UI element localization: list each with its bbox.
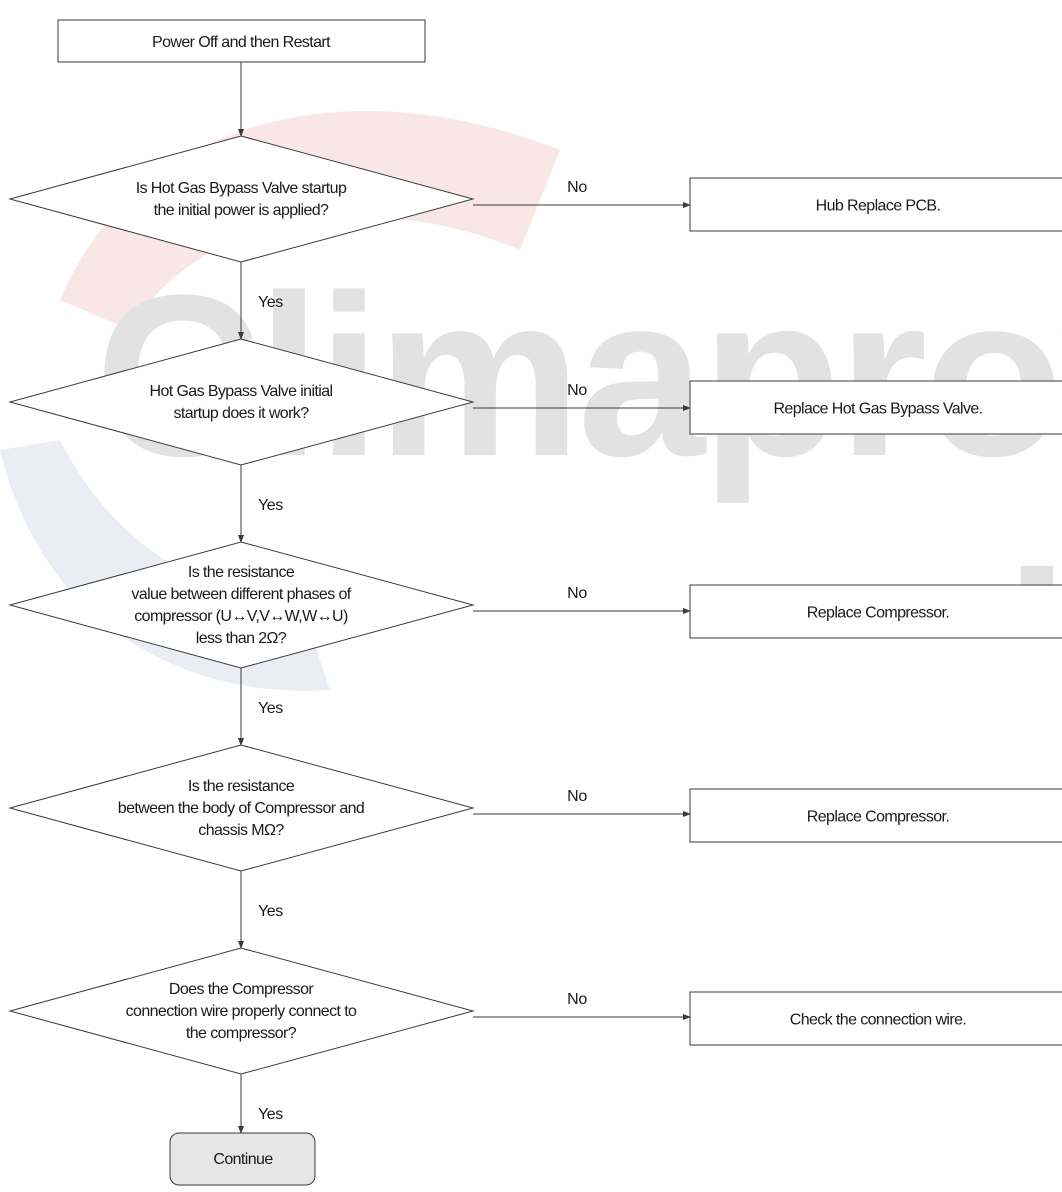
decision-2-text-line: startup does it work?: [173, 405, 309, 422]
decision-3-text-line: Is the resistance: [188, 564, 295, 581]
yes-label-5: Yes: [258, 1106, 283, 1123]
start-box: [57, 19, 426, 63]
decision-4-text-line: chassis MΩ?: [198, 822, 284, 839]
action-box-1: [689, 177, 1062, 232]
decision-1-text-line: Is Hot Gas Bypass Valve startup: [136, 180, 347, 197]
continue-terminal-text: Continue: [213, 1151, 273, 1168]
decision-3-text-line: compressor (U↔V,V↔W,W↔U): [134, 608, 348, 625]
action-box-3: [689, 584, 1062, 639]
action-box-1-text: Hub Replace PCB.: [816, 198, 941, 215]
yes-label-3: Yes: [258, 700, 283, 717]
decision-5-text-line: the compressor?: [186, 1025, 297, 1042]
no-label-3: No: [567, 585, 587, 602]
decision-2-text-line: Hot Gas Bypass Valve initial: [150, 383, 333, 400]
action-box-2: [689, 380, 1062, 435]
no-label-5: No: [567, 991, 587, 1008]
decision-4-text-line: Is the resistance: [188, 778, 295, 795]
decision-5-text-line: connection wire properly connect to: [126, 1003, 357, 1020]
action-box-3-text: Replace Compressor.: [807, 605, 949, 622]
start-box-text: Power Off and then Restart: [152, 34, 331, 51]
decision-3-text-line: less than 2Ω?: [196, 630, 287, 647]
decision-5-text-line: Does the Compressor: [169, 981, 314, 998]
no-label-1: No: [567, 179, 587, 196]
action-box-5-text: Check the connection wire.: [790, 1012, 967, 1029]
continue-terminal: [169, 1132, 316, 1186]
yes-label-4: Yes: [258, 903, 283, 920]
no-label-2: No: [567, 382, 587, 399]
decision-3-text-line: value between different phases of: [131, 586, 351, 603]
diagram: Power Off and then Restart Is Hot Gas Byp…: [8, 19, 1062, 1186]
decision-1-text-line: the initial power is applied?: [154, 202, 329, 219]
action-box-2-text: Replace Hot Gas Bypass Valve.: [773, 401, 982, 418]
yes-label-1: Yes: [258, 294, 283, 311]
yes-label-2: Yes: [258, 497, 283, 514]
action-box-4: [689, 788, 1062, 843]
decision-4-text-line: between the body of Compressor and: [118, 800, 364, 817]
no-label-4: No: [567, 788, 587, 805]
action-box-5: [689, 991, 1062, 1046]
action-box-4-text: Replace Compressor.: [807, 809, 949, 826]
